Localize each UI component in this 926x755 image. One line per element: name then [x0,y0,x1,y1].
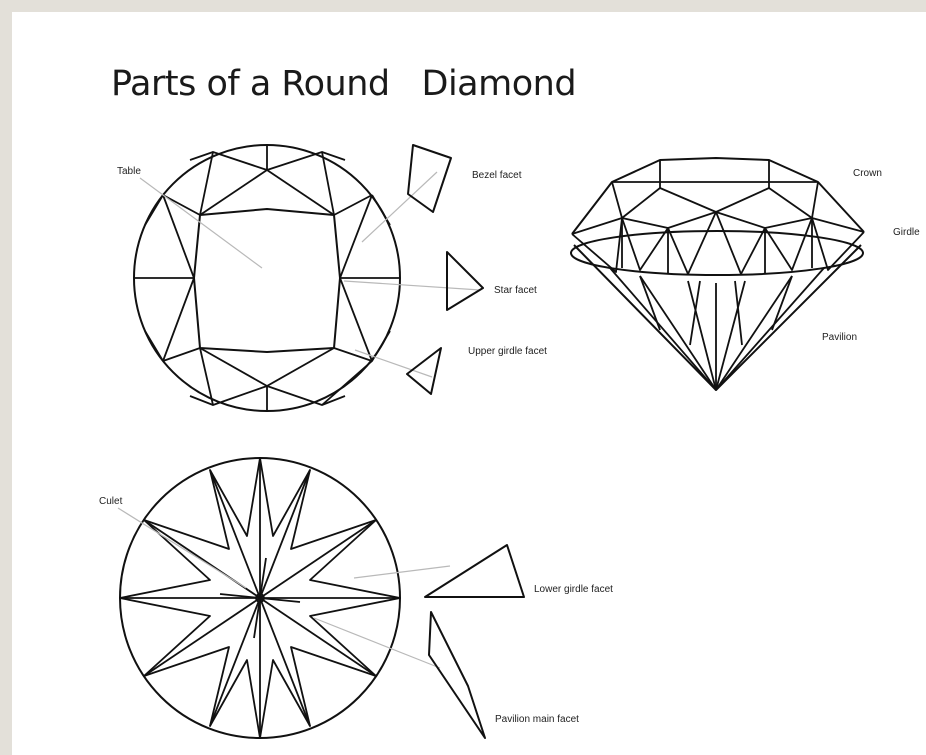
culet-label: Culet [99,496,123,507]
star-facet-shape [447,252,483,310]
crown-label: Crown [853,168,882,179]
upper-girdle-facet-label: Upper girdle facet [468,346,547,357]
table-leader [140,178,262,268]
pavilion-label: Pavilion [822,332,857,343]
lower-girdle-leader [354,566,450,578]
pavilion-main-facet-shape [429,612,485,738]
lower-girdle-facet-shape [425,545,524,597]
pavilion-main-facet-label: Pavilion main facet [495,714,579,725]
crown-top-view [134,145,400,411]
girdle-label: Girdle [893,227,920,238]
upper-girdle-facet-shape [407,348,441,394]
star-facet-label: Star facet [494,285,537,296]
table-label: Table [117,166,141,177]
lower-girdle-facet-label: Lower girdle facet [534,584,613,595]
diamond-side-view [571,158,864,390]
bezel-facet-label: Bezel facet [472,170,522,181]
star-leader [344,281,480,290]
pavilion-bottom-view [120,458,400,738]
